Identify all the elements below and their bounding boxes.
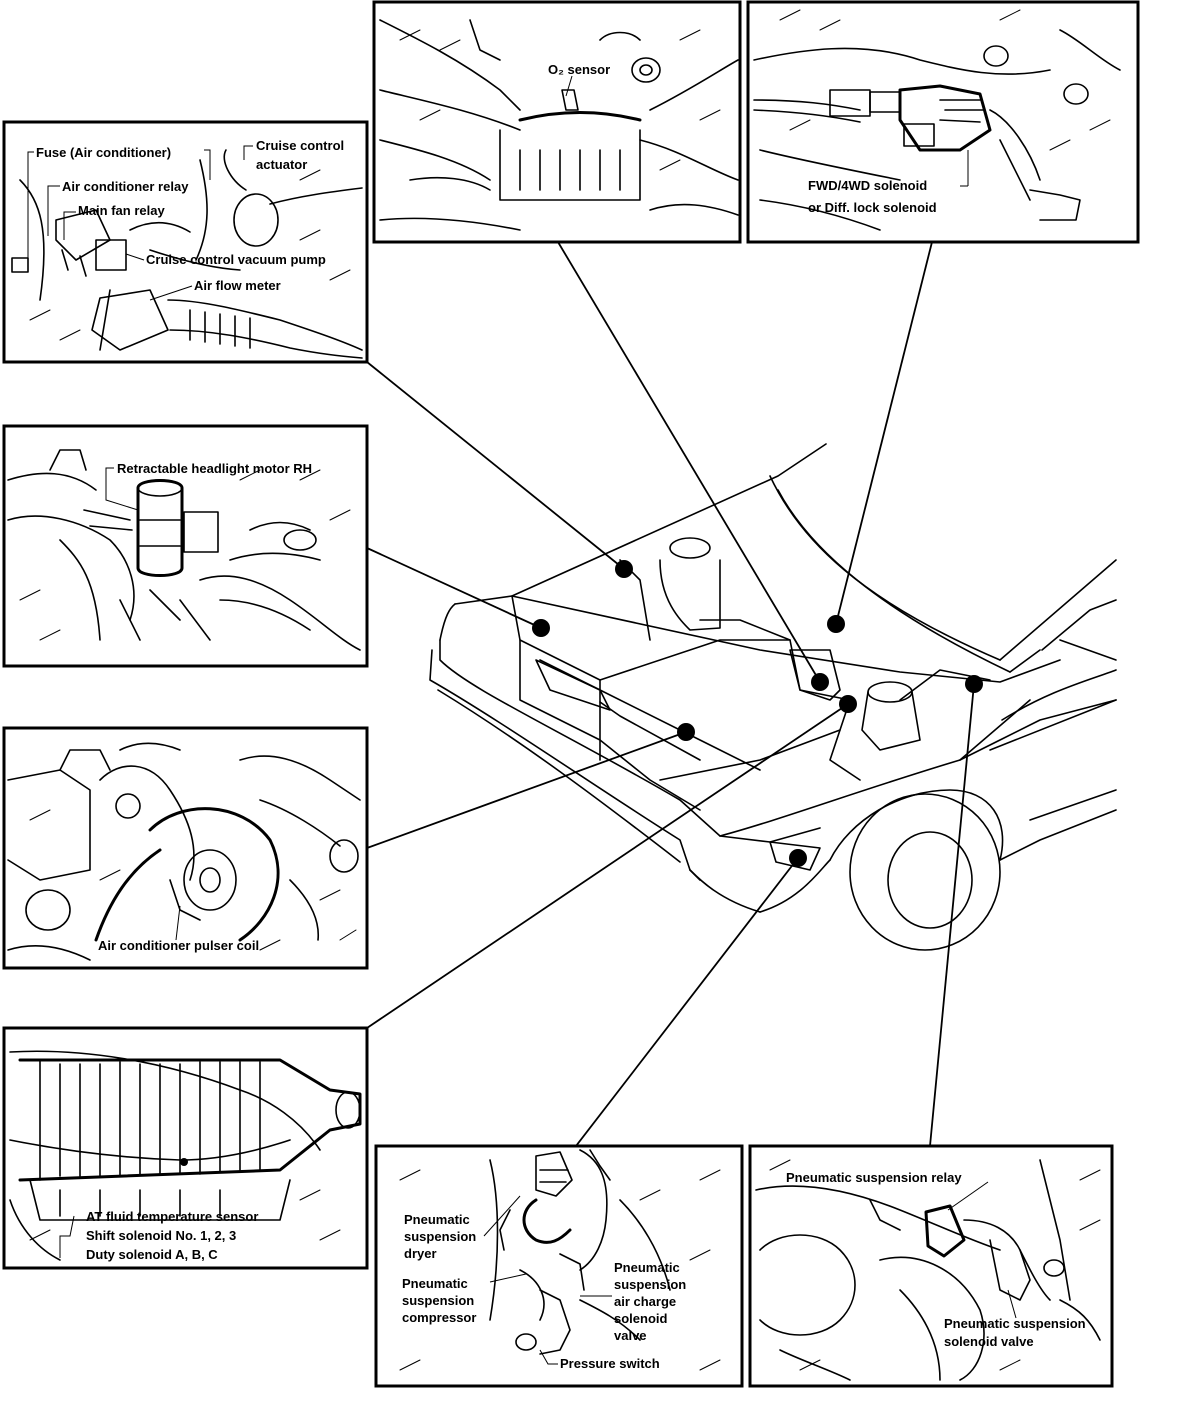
leader-engine-panel — [366, 361, 625, 570]
leader-fwd-panel — [835, 241, 933, 625]
relay-sketch — [755, 1159, 1101, 1381]
label-air-flow-meter: Air flow meter — [194, 278, 281, 293]
label-actuator: actuator — [256, 157, 307, 172]
label-main-fan-relay: Main fan relay — [78, 203, 165, 218]
label-pneumatic-suspension-1: Pneumatic suspension — [944, 1316, 1086, 1331]
label-o2-sensor: O₂ sensor — [548, 62, 610, 77]
label-pressure-switch: Pressure switch — [560, 1356, 660, 1371]
label-pneumatic-dryer-3: dryer — [404, 1246, 437, 1261]
label-fuse-air-conditioner: Fuse (Air conditioner) — [36, 145, 171, 160]
locator-dot-engine — [615, 560, 633, 578]
locator-dot-fwd — [827, 615, 845, 633]
label-cruise-control: Cruise control — [256, 138, 344, 153]
label-air-conditioner-relay: Air conditioner relay — [62, 179, 189, 194]
locator-dot-pneu — [789, 849, 807, 867]
fwd-sketch — [753, 9, 1121, 231]
label-pneumatic-dryer-2: suspension — [404, 1229, 476, 1244]
engine-leaders — [27, 145, 253, 301]
panel-pneumatic-relay: Pneumatic suspension relay Pneumatic sus… — [748, 1144, 1114, 1388]
label-pneumatic-compressor-2: suspension — [402, 1293, 474, 1308]
label-pneumatic-compressor-1: Pneumatic — [402, 1276, 468, 1291]
leader-relay-panel — [929, 683, 975, 1147]
leader-pulser-panel — [366, 731, 687, 849]
label-shift-solenoid: Shift solenoid No. 1, 2, 3 — [86, 1228, 236, 1243]
panel-o2-sensor: O₂ sensor — [372, 0, 742, 244]
label-at-fluid-temperature-sensor: AT fluid temperature sensor — [86, 1209, 258, 1224]
car-engine-bay-illustration — [429, 443, 1117, 951]
leader-at-panel — [366, 703, 849, 1029]
label-pneumatic-compressor-3: compressor — [402, 1310, 476, 1325]
pulser-sketch — [7, 742, 361, 961]
label-air-charge-valve-3: air charge — [614, 1294, 676, 1309]
leader-lines — [366, 241, 975, 1147]
locator-dot-headlight — [532, 619, 550, 637]
leader-o2-panel — [557, 241, 821, 683]
locator-dot-relay — [965, 675, 983, 693]
label-air-charge-valve-5: valve — [614, 1328, 647, 1343]
panel-fwd-solenoid: FWD/4WD solenoid or Diff. lock solenoid — [746, 0, 1140, 244]
leader-headlight-panel — [366, 547, 542, 629]
locator-dot-pulser — [677, 723, 695, 741]
label-fwd-4wd-solenoid: FWD/4WD solenoid — [808, 178, 927, 193]
pneumatic-leaders — [483, 1195, 612, 1365]
locator-dots — [532, 560, 983, 867]
panel-at-sensors: AT fluid temperature sensor Shift soleno… — [2, 1026, 369, 1270]
leader-pneu-panel — [575, 857, 799, 1147]
locator-dot-at — [839, 695, 857, 713]
label-duty-solenoid: Duty solenoid A, B, C — [86, 1247, 218, 1262]
label-air-charge-valve-2: suspension — [614, 1277, 686, 1292]
label-pneumatic-suspension-relay: Pneumatic suspension relay — [786, 1170, 962, 1185]
o2-sketch — [379, 19, 739, 231]
panel-headlight-motor: Retractable headlight motor RH — [2, 424, 369, 668]
label-cruise-control-vacuum-pump: Cruise control vacuum pump — [146, 252, 326, 267]
panel-pneumatic-components: Pneumatic suspension dryer Pneumatic sus… — [374, 1144, 744, 1388]
engine-sketch — [11, 149, 363, 359]
pneumatic-sketch — [399, 1149, 721, 1371]
label-pneumatic-dryer-1: Pneumatic — [404, 1212, 470, 1227]
label-air-charge-valve-4: solenoid — [614, 1311, 668, 1326]
locator-dot-o2 — [811, 673, 829, 691]
headlight-sketch — [7, 449, 361, 651]
label-air-charge-valve-1: Pneumatic — [614, 1260, 680, 1275]
label-solenoid-valve: solenoid valve — [944, 1334, 1034, 1349]
panel-pulser-coil: Air conditioner pulser coil — [2, 726, 369, 970]
label-retractable-headlight-motor-rh: Retractable headlight motor RH — [117, 461, 312, 476]
label-diff-lock-solenoid: or Diff. lock solenoid — [808, 200, 937, 215]
label-air-conditioner-pulser-coil: Air conditioner pulser coil — [98, 938, 259, 953]
at-sketch — [9, 1050, 362, 1261]
panel-engine-relays: Fuse (Air conditioner) Cruise control ac… — [2, 120, 369, 364]
